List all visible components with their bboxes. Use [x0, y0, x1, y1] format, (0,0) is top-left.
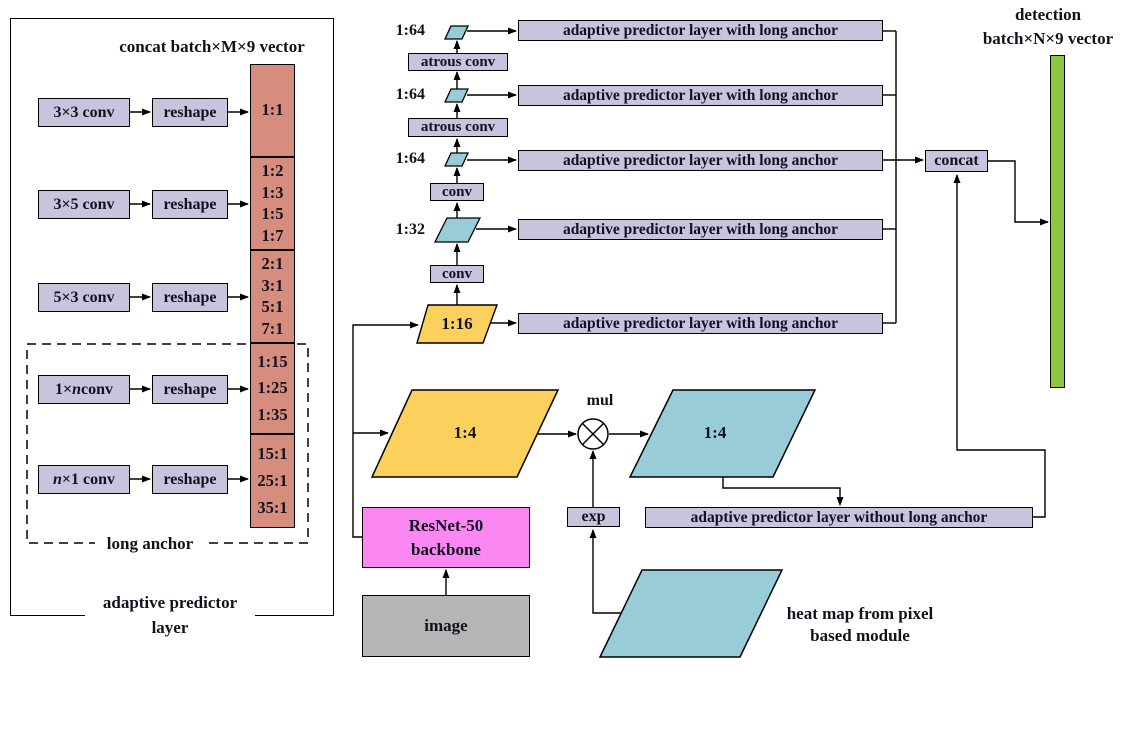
anchor-column-section-2: 1:2 1:3 1:5 1:7: [250, 157, 295, 250]
scale-label-1-64-top: 1:64: [395, 22, 425, 39]
conv-nx1-box: n×1 conv: [38, 465, 130, 494]
feature-1-4-label: 1:4: [453, 423, 477, 442]
heat-map-caption: heat map from pixel based module: [786, 604, 934, 645]
atrous-conv-box-1: atrous conv: [408, 53, 508, 71]
reshape-box-5: reshape: [152, 465, 228, 494]
mul-label: mul: [586, 392, 614, 409]
conv-box-2: conv: [430, 265, 484, 283]
predictor-with-long-anchor-1: adaptive predictor layer with long ancho…: [518, 20, 883, 41]
modulated-1-4-label: 1:4: [703, 423, 727, 442]
left-panel-caption: adaptive predictor layer: [85, 588, 255, 642]
conv-3x3-box: 3×3 conv: [38, 98, 130, 127]
reshape-box-4: reshape: [152, 375, 228, 404]
predictor-without-long-anchor: adaptive predictor layer without long an…: [645, 507, 1033, 528]
multiply-operator-icon: [577, 418, 609, 450]
predictor-with-long-anchor-4: adaptive predictor layer with long ancho…: [518, 219, 883, 240]
reshape-box-2: reshape: [152, 190, 228, 219]
long-anchor-caption: long anchor: [95, 531, 205, 557]
anchor-column-section-4: 1:15 1:25 1:35: [250, 343, 295, 434]
feature-map-1-64-middle: [443, 88, 470, 103]
image-box: image: [362, 595, 530, 657]
conv-1xn-box: 1×n conv: [38, 375, 130, 404]
predictor-with-long-anchor-5: adaptive predictor layer with long ancho…: [518, 313, 883, 334]
feature-map-1-64-top: [443, 25, 470, 40]
anchor-column-section-1: 1:1: [250, 64, 295, 157]
predictor-with-long-anchor-2: adaptive predictor layer with long ancho…: [518, 85, 883, 106]
feature-map-1-16: [416, 304, 499, 344]
heat-map-parallelogram: [598, 569, 784, 658]
reshape-box-1: reshape: [152, 98, 228, 127]
atrous-conv-box-2: atrous conv: [408, 118, 508, 137]
resnet-backbone-box: ResNet-50 backbone: [362, 507, 530, 568]
feature-map-1-64-bottom: [443, 152, 470, 167]
anchor-column-section-5: 15:1 25:1 35:1: [250, 434, 295, 528]
modulated-feature-map-1-4: [628, 389, 817, 478]
scale-label-1-64-bottom: 1:64: [395, 150, 425, 167]
scale-label-1-32: 1:32: [395, 221, 425, 238]
connector-arrows: [130, 27, 1049, 614]
scale-label-1-64-middle: 1:64: [395, 86, 425, 103]
left-panel-title: concat batch×M×9 vector: [119, 37, 305, 56]
feature-map-1-32: [433, 217, 482, 243]
conv-5x3-box: 5×3 conv: [38, 283, 130, 312]
concat-box: concat: [925, 150, 988, 172]
detection-vector-bar: [1050, 55, 1065, 388]
predictor-with-long-anchor-3: adaptive predictor layer with long ancho…: [518, 150, 883, 171]
anchor-column-section-3: 2:1 3:1 5:1 7:1: [250, 250, 295, 343]
conv-box-1: conv: [430, 183, 484, 201]
conv-3x5-box: 3×5 conv: [38, 190, 130, 219]
reshape-box-3: reshape: [152, 283, 228, 312]
scale-label-1-16: 1:16: [441, 314, 473, 333]
feature-map-1-4: [370, 389, 560, 478]
detection-output-title: detection batch×N×9 vector: [982, 5, 1114, 48]
exp-box: exp: [567, 507, 620, 527]
